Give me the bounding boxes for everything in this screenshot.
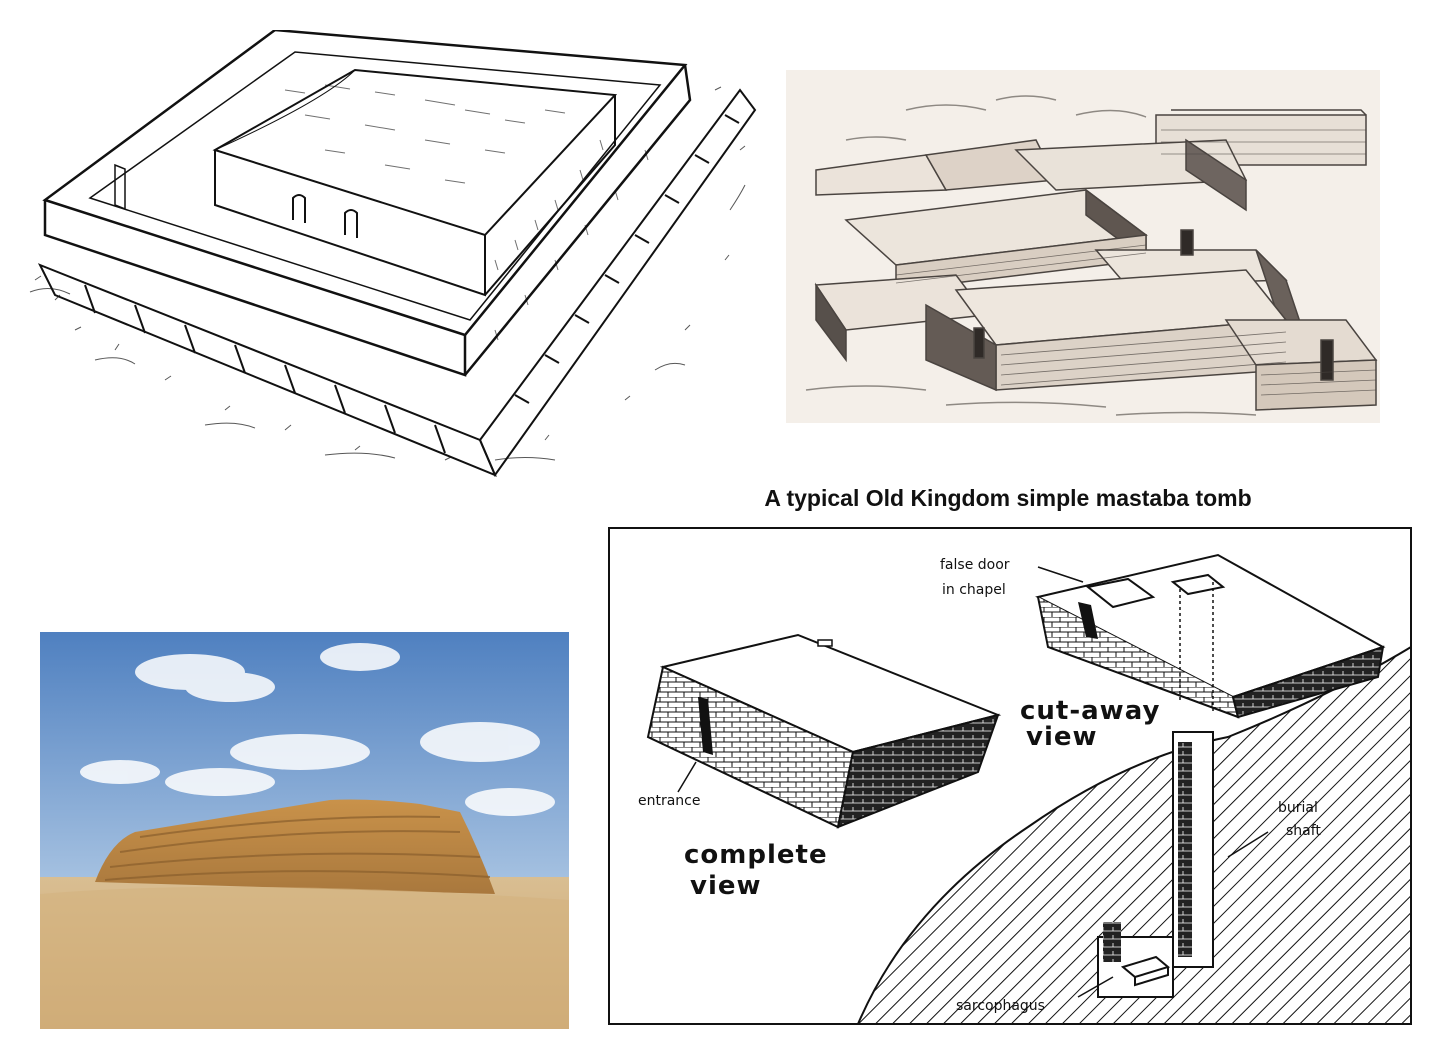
sarcophagus-leader	[1077, 976, 1114, 998]
shaft-label: shaft	[1286, 823, 1321, 839]
entrance-leader	[677, 761, 697, 793]
complete-view-label: view	[690, 871, 762, 901]
mastaba-enclosure-drawing	[25, 30, 760, 485]
false-door-leader	[1037, 566, 1084, 583]
mastaba-cutaway-diagram: false door in chapel cut-away view entra…	[608, 527, 1412, 1025]
cut-away-view-label: view	[1026, 722, 1098, 752]
mastaba-field-sketch	[786, 70, 1380, 423]
sarcophagus-label: sarcophagus	[956, 998, 1045, 1014]
mastaba-field-svg	[786, 70, 1380, 423]
mastaba-photo-svg	[40, 632, 569, 1029]
mastaba-desert-photo	[40, 632, 569, 1029]
entrance-label: entrance	[638, 793, 701, 809]
mastaba-enclosure-svg	[29, 30, 757, 478]
complete-label: complete	[684, 840, 828, 870]
complete-mastaba	[646, 633, 1002, 829]
cut-away-label: cut-away	[1020, 696, 1160, 726]
mastaba-diagram-svg: false door in chapel cut-away view entra…	[608, 527, 1412, 1025]
false-door-label: false door	[940, 557, 1010, 573]
diagram-title: A typical Old Kingdom simple mastaba tom…	[764, 485, 1252, 511]
burial-shaft-leader	[1227, 831, 1269, 858]
burial-label: burial	[1278, 800, 1318, 816]
in-chapel-label: in chapel	[942, 582, 1006, 598]
cutaway-mastaba	[1035, 553, 1386, 719]
